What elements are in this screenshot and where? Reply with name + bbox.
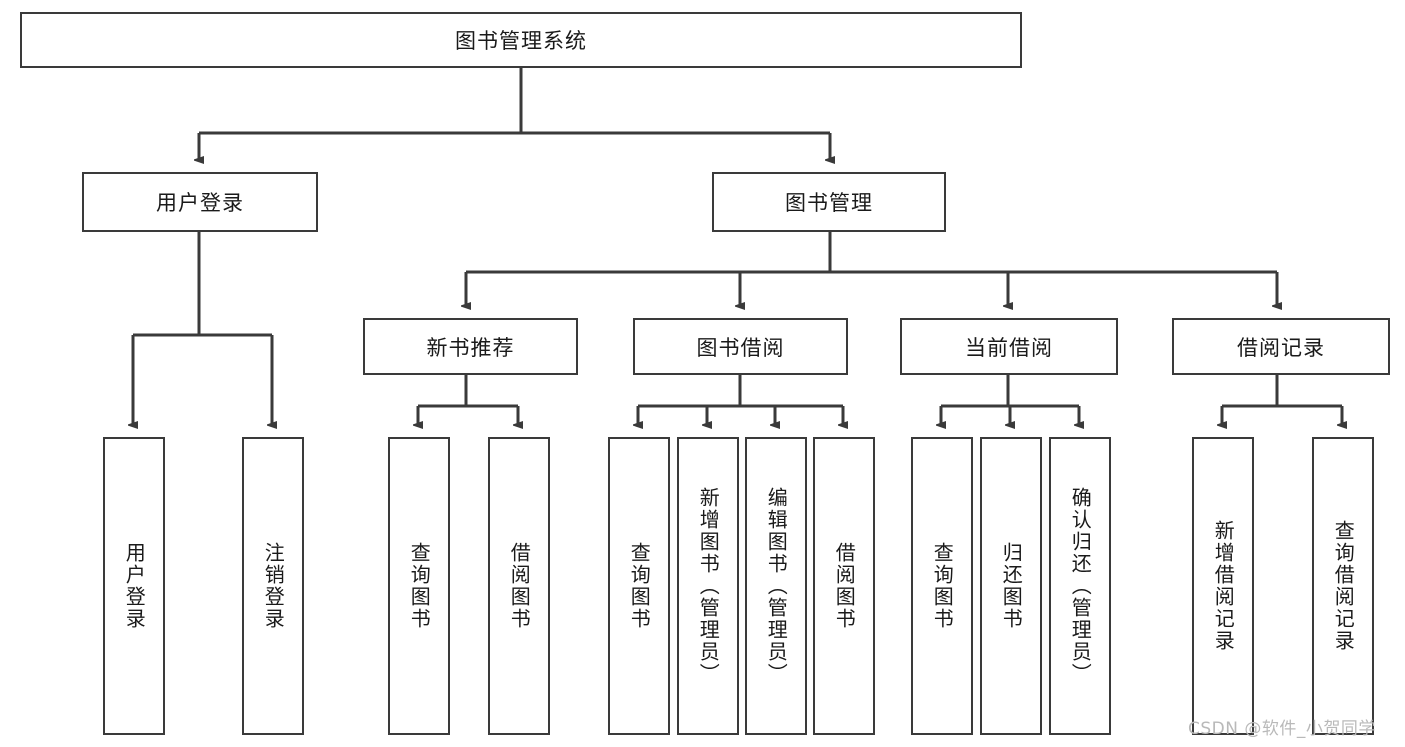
leaf-current-borrow-2[interactable]: 归还图书 xyxy=(980,437,1042,735)
leaf-book-borrow-3-label: 编辑图书（管理员） xyxy=(764,487,789,685)
leaf-new-book-1[interactable]: 查询图书 xyxy=(388,437,450,735)
leaf-new-book-1-label: 查询图书 xyxy=(407,542,432,630)
node-new-book-recommend[interactable]: 新书推荐 xyxy=(363,318,578,375)
node-root-system[interactable]: 图书管理系统 xyxy=(20,12,1022,68)
node-book-management[interactable]: 图书管理 xyxy=(712,172,946,232)
leaf-user-login-2-label: 注销登录 xyxy=(261,542,286,630)
node-book-borrow[interactable]: 图书借阅 xyxy=(633,318,848,375)
leaf-book-borrow-1-label: 查询图书 xyxy=(627,542,652,630)
watermark-text: CSDN @软件_小贺同学 xyxy=(1188,719,1376,739)
node-book-management-label: 图书管理 xyxy=(785,191,873,215)
leaf-user-login-1-label: 用户登录 xyxy=(122,542,147,630)
leaf-book-borrow-2[interactable]: 新增图书（管理员） xyxy=(677,437,739,735)
node-borrow-record[interactable]: 借阅记录 xyxy=(1172,318,1390,375)
node-root-system-label: 图书管理系统 xyxy=(455,29,587,53)
leaf-current-borrow-1[interactable]: 查询图书 xyxy=(911,437,973,735)
leaf-book-borrow-4[interactable]: 借阅图书 xyxy=(813,437,875,735)
leaf-book-borrow-4-label: 借阅图书 xyxy=(832,542,857,630)
leaf-new-book-2[interactable]: 借阅图书 xyxy=(488,437,550,735)
node-current-borrow-label: 当前借阅 xyxy=(965,335,1053,360)
leaf-borrow-record-1-label: 新增借阅记录 xyxy=(1211,520,1236,652)
node-borrow-record-label: 借阅记录 xyxy=(1237,335,1325,360)
leaf-book-borrow-3[interactable]: 编辑图书（管理员） xyxy=(745,437,807,735)
node-user-login[interactable]: 用户登录 xyxy=(82,172,318,232)
leaf-current-borrow-3[interactable]: 确认归还（管理员） xyxy=(1049,437,1111,735)
node-book-borrow-label: 图书借阅 xyxy=(696,335,785,360)
leaf-book-borrow-2-label: 新增图书（管理员） xyxy=(696,487,721,685)
leaf-borrow-record-2-label: 查询借阅记录 xyxy=(1331,520,1356,652)
leaf-borrow-record-2[interactable]: 查询借阅记录 xyxy=(1312,437,1374,735)
leaf-user-login-2[interactable]: 注销登录 xyxy=(242,437,304,735)
leaf-borrow-record-1[interactable]: 新增借阅记录 xyxy=(1192,437,1254,735)
node-user-login-label: 用户登录 xyxy=(156,191,244,215)
leaf-current-borrow-2-label: 归还图书 xyxy=(999,542,1024,630)
node-new-book-recommend-label: 新书推荐 xyxy=(426,335,515,360)
node-current-borrow[interactable]: 当前借阅 xyxy=(900,318,1118,375)
leaf-new-book-2-label: 借阅图书 xyxy=(507,542,532,630)
leaf-current-borrow-1-label: 查询图书 xyxy=(930,542,955,630)
leaf-user-login-1[interactable]: 用户登录 xyxy=(103,437,165,735)
leaf-book-borrow-1[interactable]: 查询图书 xyxy=(608,437,670,735)
leaf-current-borrow-3-label: 确认归还（管理员） xyxy=(1068,487,1093,685)
